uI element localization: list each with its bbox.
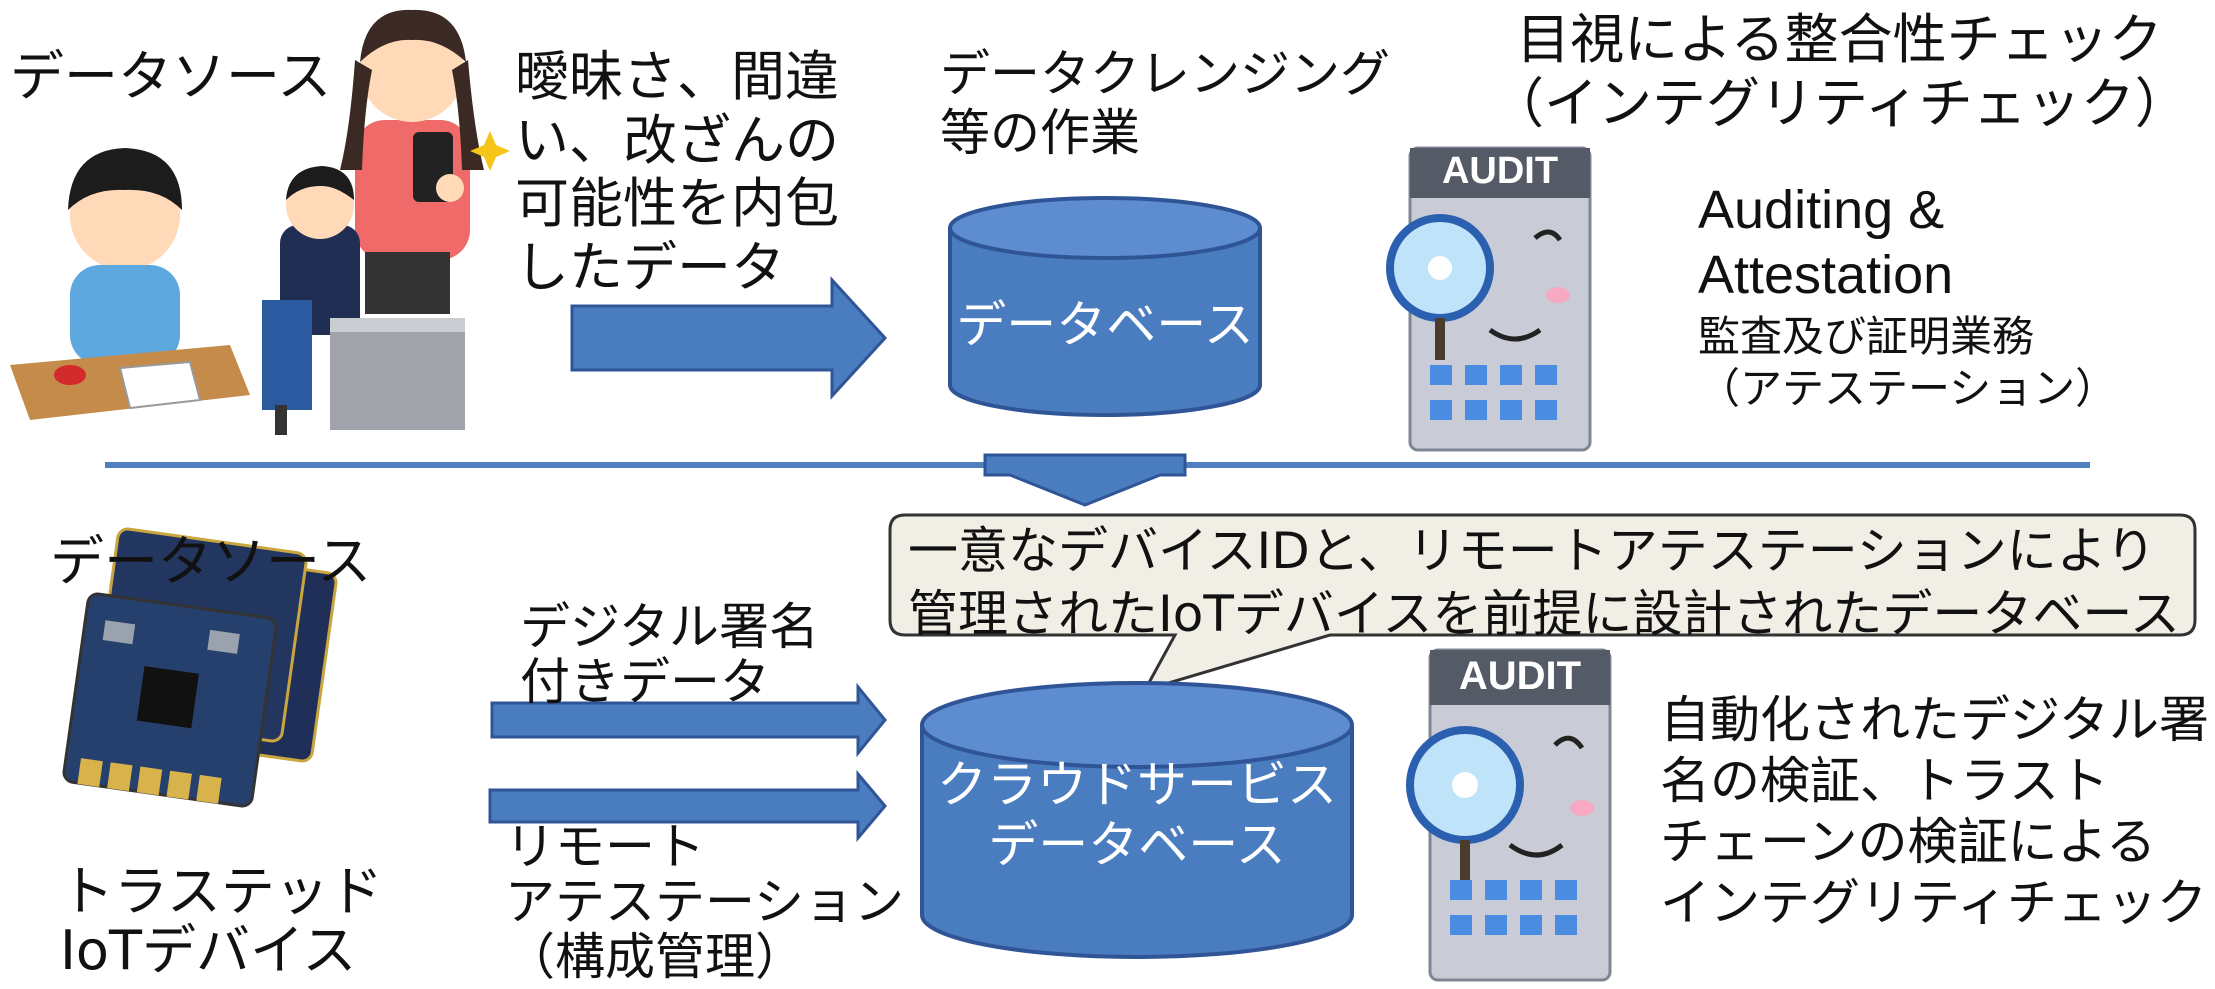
callout-text: 一意なデバイスIDと、リモートアテステーションにより 管理されたIoTデバイスを…: [908, 522, 2180, 643]
cloud-database-cylinder: [920, 681, 1354, 959]
signed-data-arrow: [490, 682, 887, 758]
callout-bubble: [888, 513, 2197, 693]
bottom-audit-badge: AUDIT: [1458, 654, 1582, 698]
attestation-jp: （アテステーション）: [1698, 364, 2118, 413]
top-audit-badge: AUDIT: [1441, 150, 1559, 192]
auditing-attestation-en: Auditing & Attestation: [1698, 180, 1954, 305]
cleansing-text: データクレンジング 等の作業: [940, 45, 1390, 162]
top-audit-building: [1386, 146, 1592, 452]
remote-attestation-arrow: [488, 769, 887, 843]
top-source-label: データソース: [10, 45, 332, 108]
bottom-source-label: データソース: [50, 530, 372, 593]
signed-data-text: デジタル署名 付きデータ: [520, 598, 819, 711]
cloud-database-label: クラウドサービス データベース: [937, 756, 1337, 874]
remote-attestation-text: リモート アテステーション （構成管理）: [505, 818, 904, 986]
bottom-audit-building: [1406, 648, 1612, 982]
auditing-jp: 監査及び証明業務: [1698, 312, 2035, 361]
ambiguous-data-text: 曖昧さ、間違 い、改ざんの 可能性を内包 したデータ: [515, 45, 839, 300]
top-database-label: データベース: [956, 296, 1254, 354]
iot-boards-illustration: [62, 527, 338, 808]
top-flow-arrow: [570, 276, 888, 400]
down-arrow: [983, 453, 1187, 507]
integrity-check-title: 目視による整合性チェック （インテグリティチェック）: [1490, 8, 2189, 135]
automated-integrity-check-text: 自動化されたデジタル署 名の検証、トラスト チェーンの検証による インテグリティ…: [1660, 691, 2209, 932]
trusted-iot-device-label: トラステッド IoTデバイス: [60, 860, 383, 983]
people-illustration: [10, 9, 510, 435]
top-database-cylinder: [948, 196, 1262, 417]
